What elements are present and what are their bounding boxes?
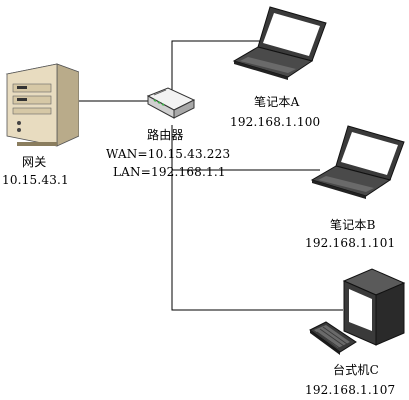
laptop-b-name: 笔记本B <box>330 218 376 232</box>
server-tower-icon <box>3 58 79 150</box>
keyboard-icon <box>308 320 358 356</box>
laptop-a-name: 笔记本A <box>254 95 300 109</box>
desktop-c-ip: 192.168.1.107 <box>305 383 396 397</box>
laptop-a-ip: 192.168.1.100 <box>230 115 321 129</box>
router-wan: WAN=10.15.43.223 <box>106 147 231 161</box>
laptop-icon <box>310 122 409 202</box>
desktop-computer-icon <box>340 265 406 347</box>
router-icon <box>146 82 196 122</box>
router-name: 路由器 <box>147 128 184 142</box>
laptop-icon <box>232 3 332 83</box>
router-lan: LAN=192.168.1.1 <box>113 165 226 179</box>
gateway-name: 网关 <box>22 155 47 169</box>
link-router-laptop-a <box>171 40 278 100</box>
desktop-c-name: 台式机C <box>333 363 379 377</box>
gateway-ip: 10.15.43.1 <box>2 173 69 187</box>
laptop-b-ip: 192.168.1.101 <box>305 236 396 250</box>
link-router-desktop-c <box>171 170 343 311</box>
